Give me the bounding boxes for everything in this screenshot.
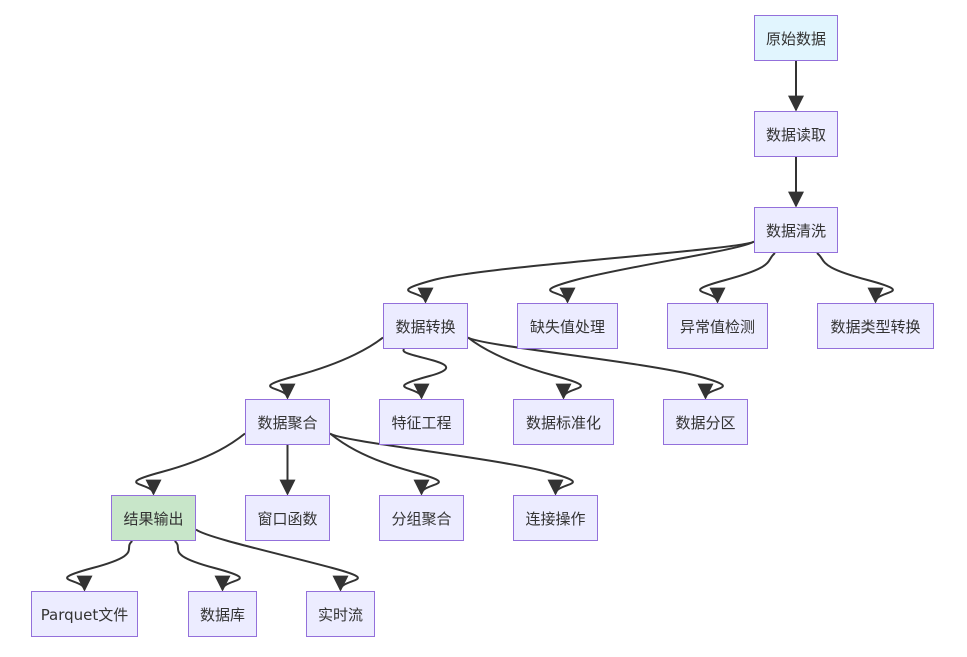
node-label: 分组聚合 [391, 509, 452, 528]
node-label: 实时流 [317, 605, 363, 624]
node-label: 数据转换 [395, 317, 456, 336]
node-result-output[interactable]: 结果输出 [111, 495, 196, 541]
edge-output-to-parquet [66, 540, 133, 592]
node-label: 原始数据 [765, 29, 826, 48]
node-label: 异常值检测 [679, 317, 755, 336]
node-label: 数据分区 [675, 413, 736, 432]
edge-output-to-stream [195, 528, 359, 592]
node-partition[interactable]: 数据分区 [663, 399, 748, 445]
node-outlier-detection[interactable]: 异常值检测 [667, 303, 768, 349]
node-join[interactable]: 连接操作 [513, 495, 598, 541]
edge-clean-to-typeconv [816, 252, 894, 304]
edge-clean-to-missing [549, 240, 755, 304]
node-data-aggregate[interactable]: 数据聚合 [245, 399, 330, 445]
edge-transform-to-partition [467, 336, 724, 400]
node-data-clean[interactable]: 数据清洗 [754, 207, 838, 253]
node-label: 数据类型转换 [830, 317, 921, 336]
node-label: Parquet文件 [40, 605, 129, 624]
node-label: 数据标准化 [525, 413, 601, 432]
edge-output-to-database [174, 540, 241, 592]
node-database[interactable]: 数据库 [188, 591, 257, 637]
edge-clean-to-transform [407, 240, 755, 304]
node-label: 窗口函数 [257, 509, 318, 528]
node-label: 数据清洗 [765, 221, 826, 240]
node-realtime-stream[interactable]: 实时流 [306, 591, 375, 637]
node-data-read[interactable]: 数据读取 [754, 111, 838, 157]
node-raw-data[interactable]: 原始数据 [754, 15, 838, 61]
node-label: 数据库 [199, 605, 245, 624]
node-normalization[interactable]: 数据标准化 [513, 399, 614, 445]
edge-aggregate-to-join [329, 432, 574, 496]
node-group-aggregate[interactable]: 分组聚合 [379, 495, 464, 541]
edge-clean-to-outlier [699, 252, 776, 304]
node-parquet-file[interactable]: Parquet文件 [31, 591, 138, 637]
node-type-conversion[interactable]: 数据类型转换 [817, 303, 934, 349]
node-label: 连接操作 [525, 509, 586, 528]
node-label: 数据读取 [765, 125, 826, 144]
node-missing-values[interactable]: 缺失值处理 [517, 303, 618, 349]
node-window-functions[interactable]: 窗口函数 [245, 495, 330, 541]
node-label: 缺失值处理 [529, 317, 605, 336]
node-label: 结果输出 [123, 509, 184, 528]
edge-transform-to-aggregate [269, 336, 384, 400]
node-feature-engineering[interactable]: 特征工程 [379, 399, 464, 445]
edge-aggregate-to-groupagg [329, 432, 440, 496]
edge-transform-to-normalize [467, 336, 582, 400]
node-label: 特征工程 [391, 413, 452, 432]
edge-aggregate-to-output [135, 432, 246, 496]
node-label: 数据聚合 [257, 413, 318, 432]
edge-transform-to-feature [402, 348, 448, 400]
node-data-transform[interactable]: 数据转换 [383, 303, 468, 349]
